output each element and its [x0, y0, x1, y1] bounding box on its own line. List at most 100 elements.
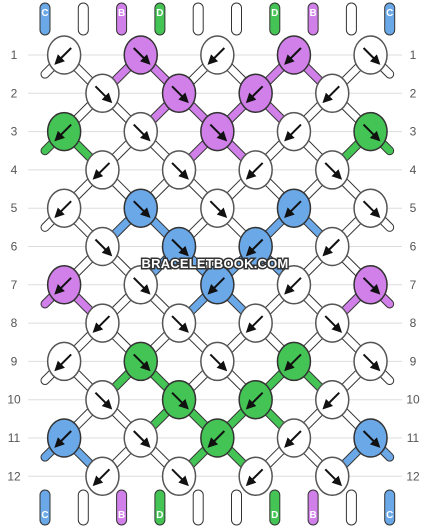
row-number-right: 1 — [410, 48, 417, 62]
arrow-down-left-icon — [284, 123, 302, 142]
string-letter: C — [41, 8, 48, 19]
arrow-down-left-icon — [245, 85, 264, 104]
row-number-right: 5 — [410, 201, 417, 215]
arrow-down-left-icon — [322, 391, 340, 410]
arrow-down-right-icon — [133, 47, 151, 65]
watermark: BRACELETBOOK.COM — [142, 256, 289, 271]
row-number-left: 11 — [8, 431, 21, 445]
arrow-down-right-icon — [209, 200, 228, 219]
knot — [85, 226, 120, 267]
arrow-down-left-icon — [322, 85, 340, 104]
string-letter: A — [80, 510, 87, 521]
arrow-down-right-icon — [133, 123, 151, 142]
row-number-left: 8 — [11, 316, 18, 330]
string-letter: D — [271, 8, 278, 19]
arrow-down-left-icon — [245, 162, 264, 180]
row-number-left: 12 — [7, 469, 21, 483]
arrow-down-right-icon — [133, 353, 151, 372]
string-letter: A — [80, 8, 87, 19]
knot — [46, 35, 82, 75]
arrow-down-left-icon — [284, 430, 302, 448]
arrow-down-right-icon — [362, 353, 381, 372]
arrow-down-left-icon — [284, 353, 302, 372]
knot — [200, 111, 235, 152]
knot — [238, 303, 273, 343]
knot — [46, 111, 82, 152]
arrow-down-right-icon — [324, 315, 343, 333]
knot — [200, 188, 235, 228]
knot — [46, 188, 82, 228]
row-number-left: 3 — [11, 125, 18, 139]
arrow-down-right-icon — [133, 430, 151, 448]
knot — [85, 303, 120, 343]
arrow-down-left-icon — [54, 200, 72, 219]
row-number-right: 10 — [406, 393, 420, 407]
string-letter: C — [41, 510, 48, 521]
arrow-down-right-icon — [362, 123, 381, 142]
arrow-down-right-icon — [133, 277, 151, 295]
knot — [85, 150, 120, 190]
knot — [315, 379, 350, 420]
string-letter: A — [233, 8, 240, 19]
arrow-down-left-icon — [207, 277, 226, 295]
knot — [353, 418, 388, 458]
arrow-down-right-icon — [94, 238, 113, 257]
arrow-down-right-icon — [171, 162, 189, 180]
arrow-down-left-icon — [245, 238, 264, 257]
string-letter: D — [271, 510, 278, 521]
row-number-left: 9 — [11, 354, 18, 368]
knot — [200, 35, 235, 75]
string-letter: D — [156, 510, 163, 521]
knot — [315, 150, 350, 190]
arrow-down-left-icon — [54, 277, 72, 295]
knot — [353, 111, 388, 152]
arrow-down-left-icon — [322, 238, 340, 257]
arrow-down-left-icon — [207, 430, 226, 448]
knot — [46, 418, 82, 458]
arrow-down-left-icon — [284, 200, 302, 219]
knots — [46, 35, 388, 497]
arrow-down-left-icon — [54, 430, 72, 448]
arrow-down-right-icon — [171, 238, 189, 257]
knot — [161, 456, 197, 497]
knot — [161, 379, 197, 420]
knot — [276, 111, 312, 152]
row-number-right: 9 — [410, 354, 417, 368]
string-letter: C — [386, 510, 393, 521]
row-number-right: 3 — [410, 125, 417, 139]
arrow-down-right-icon — [209, 123, 228, 142]
string-letter: A — [348, 510, 355, 521]
knot — [276, 418, 312, 458]
arrow-down-left-icon — [245, 468, 264, 487]
knot — [353, 35, 388, 75]
knot — [276, 35, 312, 75]
row-number-right: 11 — [407, 431, 420, 445]
knot — [85, 456, 120, 497]
knot — [161, 226, 197, 267]
knot — [85, 379, 120, 420]
arrow-down-left-icon — [54, 47, 72, 65]
string-letter: A — [195, 510, 202, 521]
knot — [200, 265, 235, 305]
knot — [353, 188, 388, 228]
arrow-down-right-icon — [171, 85, 189, 104]
knot — [315, 73, 350, 114]
arrow-down-right-icon — [362, 47, 381, 65]
knot — [123, 111, 158, 152]
arrow-down-left-icon — [245, 315, 264, 333]
knot — [276, 188, 312, 228]
arrow-down-right-icon — [94, 85, 113, 104]
row-number-left: 5 — [11, 201, 18, 215]
arrow-down-left-icon — [207, 47, 226, 65]
arrow-down-right-icon — [324, 162, 343, 180]
arrow-down-right-icon — [362, 430, 381, 448]
row-number-right: 4 — [410, 163, 417, 177]
knot — [315, 226, 350, 267]
row-number-right: 6 — [410, 240, 417, 254]
row-number-left: 10 — [7, 393, 21, 407]
knot — [161, 303, 197, 343]
knot — [238, 456, 273, 497]
